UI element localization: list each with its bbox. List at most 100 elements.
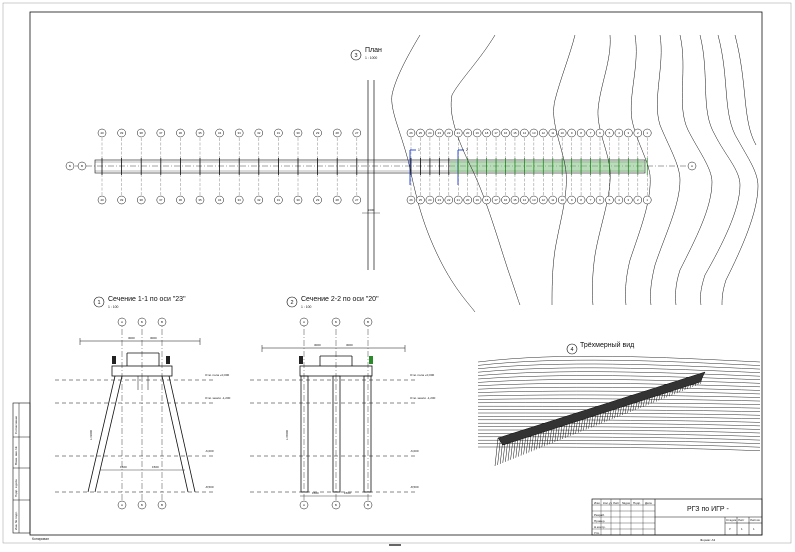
axis-bubble-top-label: 26 [409, 131, 413, 135]
axis-bubble-top: 31 [274, 128, 283, 138]
tb-cell-stage-val: У [729, 527, 731, 531]
axis-bubble-top: 29 [313, 128, 322, 138]
axis-bubble-top: 18 [482, 128, 491, 138]
axis-bubble-top: 27 [352, 128, 362, 138]
section2-axis-top: А [299, 317, 309, 327]
axis-bubble-bottom-label: 15 [513, 198, 517, 202]
section1-axis-bottom-label: Б [141, 503, 143, 507]
axis-bubble-bottom: 7 [586, 195, 595, 205]
axis-bubble-top-label: 9 [571, 131, 573, 135]
section1-axis-bottom: А [117, 500, 127, 510]
axis-bubble-bottom: 19 [472, 195, 482, 205]
plan-marker-number: 3 [354, 53, 357, 59]
axis-bubble-bottom: 21 [454, 195, 463, 205]
axis-bubble-bottom-label: 27 [355, 198, 359, 202]
axis-left-label-2: В [81, 164, 83, 168]
axis-bubble-bottom: 11 [548, 195, 557, 205]
section1-axis-bottom-label: В [161, 503, 163, 507]
tb-cell-izm: Изм. [594, 501, 601, 505]
section2-axis-top-label: В [367, 320, 369, 324]
cut-mark-2: 2 [466, 148, 468, 152]
axis-bubble-bottom-label: 26 [409, 198, 413, 202]
axis-bubble-top-label: 2 [637, 131, 639, 135]
axis-bubble-top: 39 [117, 128, 126, 138]
section1-scale: 1 : 100 [108, 305, 118, 309]
axis-bubble-bottom-label: 18 [485, 198, 489, 202]
axis-bubble-top-label: 6 [599, 131, 601, 135]
axis-bubble-bottom: 36 [176, 195, 185, 205]
section1-marker: 1 [97, 300, 100, 306]
axis-bubble-top-label: 19 [475, 131, 479, 135]
section2-level-2: Отм. земли -1,200 [410, 396, 436, 400]
axis-bubble-bottom: 15 [510, 195, 520, 205]
section2-level-1: Отм. пола +0,000 [410, 373, 435, 377]
axis-bubble-bottom-label: 25 [419, 198, 423, 202]
axis-bubble-top-label: 25 [419, 131, 423, 135]
section2-dim-3: 1500 [312, 491, 319, 495]
view3d-title: Трёхмерный вид [580, 341, 634, 349]
section1-dim-3: 1500 [120, 465, 127, 469]
axis-bubble-bottom: 2 [633, 195, 643, 205]
section-2-view: 2 Сечение 2-2 по оси "20" 1 : 100 [250, 296, 436, 510]
axis-bubble-bottom-label: 1 [646, 198, 648, 202]
axis-bubble-bottom-label: 2 [637, 198, 639, 202]
section2-axis-top-label: Б [335, 320, 337, 324]
axis-bubble-bottom-label: 36 [179, 198, 183, 202]
axis-bubble-bottom: 28 [332, 195, 342, 205]
axis-bubble-bottom-label: 11 [551, 198, 554, 202]
axis-bubble-top: 30 [293, 128, 303, 138]
axis-bubble-bottom: 1 [643, 195, 652, 205]
plan-dim: 1000 [368, 208, 375, 212]
section2-axis-bottom: В [363, 500, 373, 510]
axis-bubble-bottom-label: 30 [296, 198, 300, 202]
axis-bubble-top: 25 [416, 128, 425, 138]
axis-bubble-top-label: 3 [628, 131, 630, 135]
stamp-label-2: Подп. и дата [14, 479, 18, 497]
stamp-label-3: Взам. инв. № [14, 446, 18, 465]
axis-bubble-top: 11 [548, 128, 557, 138]
axis-bubble-bottom-label: 39 [120, 198, 124, 202]
axis-bubble-bottom: 27 [352, 195, 362, 205]
cut-mark-1: 1 [418, 148, 420, 152]
axis-bubble-top: 23 [435, 128, 444, 138]
section2-axis-bottom: Б [331, 500, 341, 510]
plan-marker [350, 49, 362, 61]
section1-dim-1: 3000 [128, 336, 135, 340]
contour-lines [391, 34, 759, 313]
axis-bubble-bottom: 26 [406, 195, 416, 205]
axis-bubble-bottom-label: 33 [238, 198, 242, 202]
axis-bubble-bottom-label: 19 [475, 198, 479, 202]
axis-bubble-top: 19 [472, 128, 482, 138]
axis-bubble-top-label: 40 [100, 131, 104, 135]
axis-bubble-top: 22 [444, 128, 454, 138]
axis-bubble-bottom-label: 23 [438, 198, 442, 202]
plan-column-ticks [101, 138, 648, 195]
section1-axis-bottom: В [157, 500, 167, 510]
axis-bubble-top-label: 33 [238, 131, 242, 135]
axis-bubble-top-label: 30 [296, 131, 300, 135]
axis-bubble-bottom-label: 13 [532, 198, 536, 202]
three-d-view: 4 Трёхмерный вид [477, 341, 761, 467]
axis-bubble-bottom: 37 [156, 195, 166, 205]
axis-bubble-bottom: 34 [215, 195, 224, 205]
axis-bubble-top-label: 32 [257, 131, 261, 135]
section2-title: Сечение 2-2 по оси "20" [301, 296, 379, 303]
axis-bubble-bottom-label: 29 [316, 198, 320, 202]
section2-level-3: -6,000 [410, 449, 419, 453]
axis-bubble-top-label: 16 [504, 131, 508, 135]
section2-scale: 1 : 100 [301, 305, 311, 309]
axis-bubble-top-label: 11 [551, 131, 554, 135]
axis-bubble-bottom-label: 14 [523, 198, 527, 202]
axis-bubble-bottom: 32 [254, 195, 264, 205]
section1-axis-top-label: Б [141, 320, 143, 324]
axis-bubble-top: 12 [539, 128, 548, 138]
axis-bubble-top: 20 [463, 128, 472, 138]
axis-bubble-top-label: 38 [140, 131, 144, 135]
axis-bubble-top-label: 23 [438, 131, 442, 135]
axis-bubble-bottom: 14 [520, 195, 529, 205]
axis-bubble-bottom-label: 7 [590, 198, 592, 202]
axis-bubble-top-label: 20 [466, 131, 470, 135]
axis-bubble-top-label: 17 [494, 131, 498, 135]
axis-bubble-top-label: 12 [542, 131, 546, 135]
